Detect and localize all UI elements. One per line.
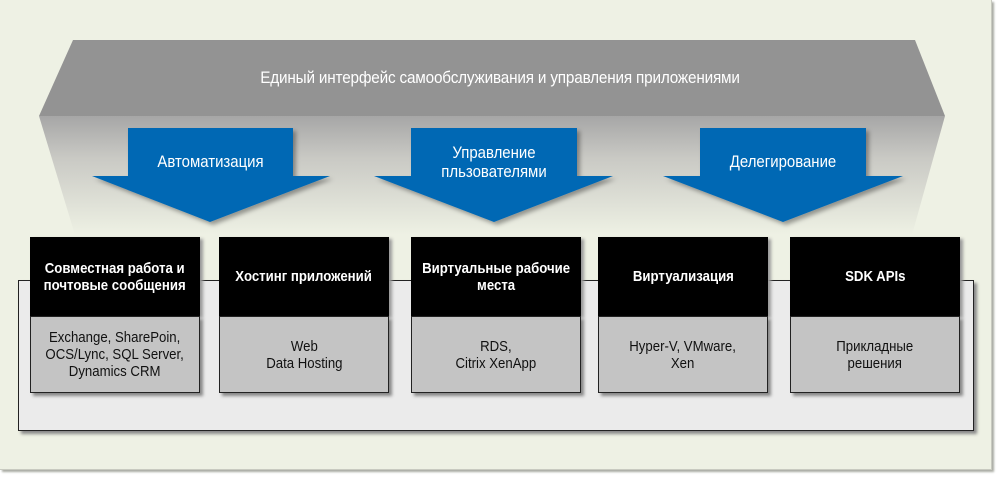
banner-arrow xyxy=(39,40,945,116)
arrow-label-delegation: Делегирование xyxy=(710,152,856,171)
column-header: Хостинг приложений xyxy=(219,237,389,316)
column-content-text: RDS, Citrix XenApp xyxy=(455,337,537,372)
column-content-text: Web Data Hosting xyxy=(265,337,343,372)
banner-title: Единый интерфейс самообслуживания и упра… xyxy=(260,68,740,87)
arrow-label-user-management: Управление пльзователями xyxy=(421,143,567,181)
column-content: Web Data Hosting xyxy=(219,316,389,393)
column-title: Хостинг приложений xyxy=(235,268,373,285)
column-content: RDS, Citrix XenApp xyxy=(411,316,581,393)
column-collaboration: Совместная работа и почтовые сообщения E… xyxy=(30,237,200,393)
arrow-label-text: Делегирование xyxy=(729,152,837,171)
column-title: Виртуальные рабочие места xyxy=(421,259,571,294)
arrow-label-text: Автоматизация xyxy=(157,152,264,171)
column-title: Совместная работа и почтовые сообщения xyxy=(43,259,187,294)
column-title: SDK APIs xyxy=(844,268,906,285)
column-virtual-desktops: Виртуальные рабочие места RDS, Citrix Xe… xyxy=(411,237,581,393)
column-header: Виртуализация xyxy=(598,237,768,316)
arrow-label-text: Управление пльзователями xyxy=(441,143,547,181)
column-header: SDK APIs xyxy=(790,237,960,316)
column-header: Виртуальные рабочие места xyxy=(411,237,581,316)
column-header: Совместная работа и почтовые сообщения xyxy=(30,237,200,316)
column-content-text: Exchange, SharePoin, OCS/Lync, SQL Serve… xyxy=(45,329,185,380)
column-content: Exchange, SharePoin, OCS/Lync, SQL Serve… xyxy=(30,316,200,393)
arrow-label-automation: Автоматизация xyxy=(138,152,283,171)
column-title: Виртуализация xyxy=(632,268,734,285)
down-arrow-user-management xyxy=(374,128,613,222)
down-arrow-automation xyxy=(92,128,330,222)
column-content: Hyper-V, VMware, Xen xyxy=(598,316,768,393)
column-content-text: Hyper-V, VMware, Xen xyxy=(629,337,737,372)
column-sdk-apis: SDK APIs Прикладные решения xyxy=(790,237,960,393)
column-content-text: Прикладные решения xyxy=(836,337,914,372)
column-virtualization: Виртуализация Hyper-V, VMware, Xen xyxy=(598,237,768,393)
column-app-hosting: Хостинг приложений Web Data Hosting xyxy=(219,237,389,393)
down-arrow-delegation xyxy=(663,128,903,222)
column-content: Прикладные решения xyxy=(790,316,960,393)
